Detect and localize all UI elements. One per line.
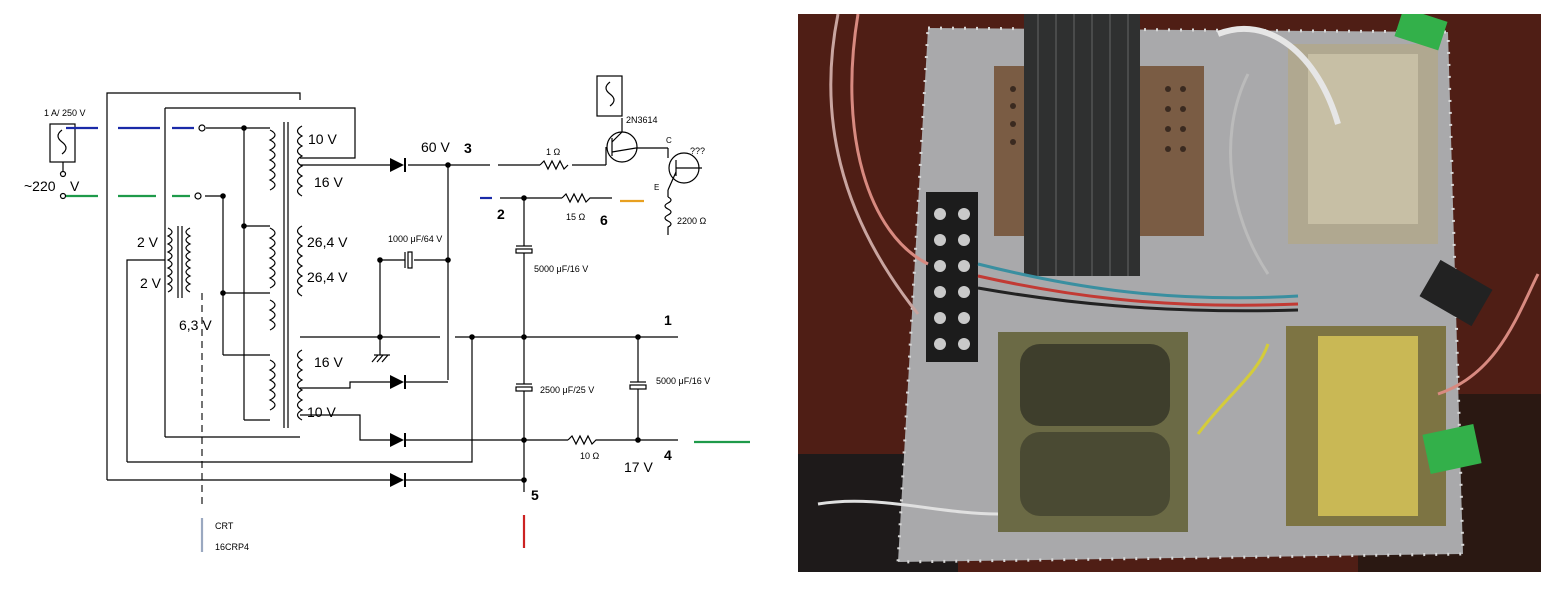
mains-voltage-label: ~220 [24,178,56,194]
colored-wire-markers [66,126,750,552]
resistor-15ohm-label: 15 Ω [566,212,586,222]
power-transformer [1024,14,1140,276]
emitter-pin-label: E [654,183,659,192]
circuit-schematic: 1 A/ 250 V ~220 V 10 V 16 V 2 V 2 V 26,4… [24,75,750,552]
node-4-label: 4 [664,447,672,463]
transistor-model-label: 2N3614 [626,115,658,125]
winding-10v-bottom: 10 V [307,404,336,420]
diode-10v [390,433,404,447]
resistor-10ohm-label: 10 Ω [580,451,600,461]
cap-1000uf-label: 1000 μF/64 V [388,234,442,244]
node-3-label: 3 [464,140,472,156]
cap-5000uf-a-label: 5000 μF/16 V [534,264,588,274]
node-6-label: 6 [600,212,608,228]
winding-26v-a: 26,4 V [307,234,348,250]
winding-2v-a: 2 V [137,234,159,250]
cap-5000uf-b-label: 5000 μF/16 V [656,376,710,386]
crt-model-label: 16CRP4 [215,542,249,552]
fuse-rating-label: 1 A/ 250 V [44,108,86,118]
output-60v-label: 60 V [421,139,450,155]
winding-26v-b: 26,4 V [307,269,348,285]
winding-6v3: 6,3 V [179,317,212,333]
mains-unit-label: V [70,178,80,194]
winding-16v-top: 16 V [314,174,343,190]
winding-2v-b: 2 V [140,275,162,291]
winding-16v-bottom: 16 V [314,354,343,370]
unknown-transistor-label: ??? [690,146,705,156]
terminal-strip [926,192,978,362]
node-5-label: 5 [531,487,539,503]
diode-16v [390,375,404,389]
winding-10v-top: 10 V [308,131,337,147]
node-2-label: 2 [497,206,505,222]
node-1-label: 1 [664,312,672,328]
crt-label: CRT [215,521,234,531]
output-17v-label: 17 V [624,459,653,475]
resistor-2200ohm-label: 2200 Ω [677,216,707,226]
diode-60v [390,158,404,172]
diode-2v [390,473,404,487]
collector-pin-label: C [666,136,672,145]
resistor-1ohm-label: 1 Ω [546,147,561,157]
chassis-photo [798,14,1541,572]
cap-2500uf-label: 2500 μF/25 V [540,385,594,395]
